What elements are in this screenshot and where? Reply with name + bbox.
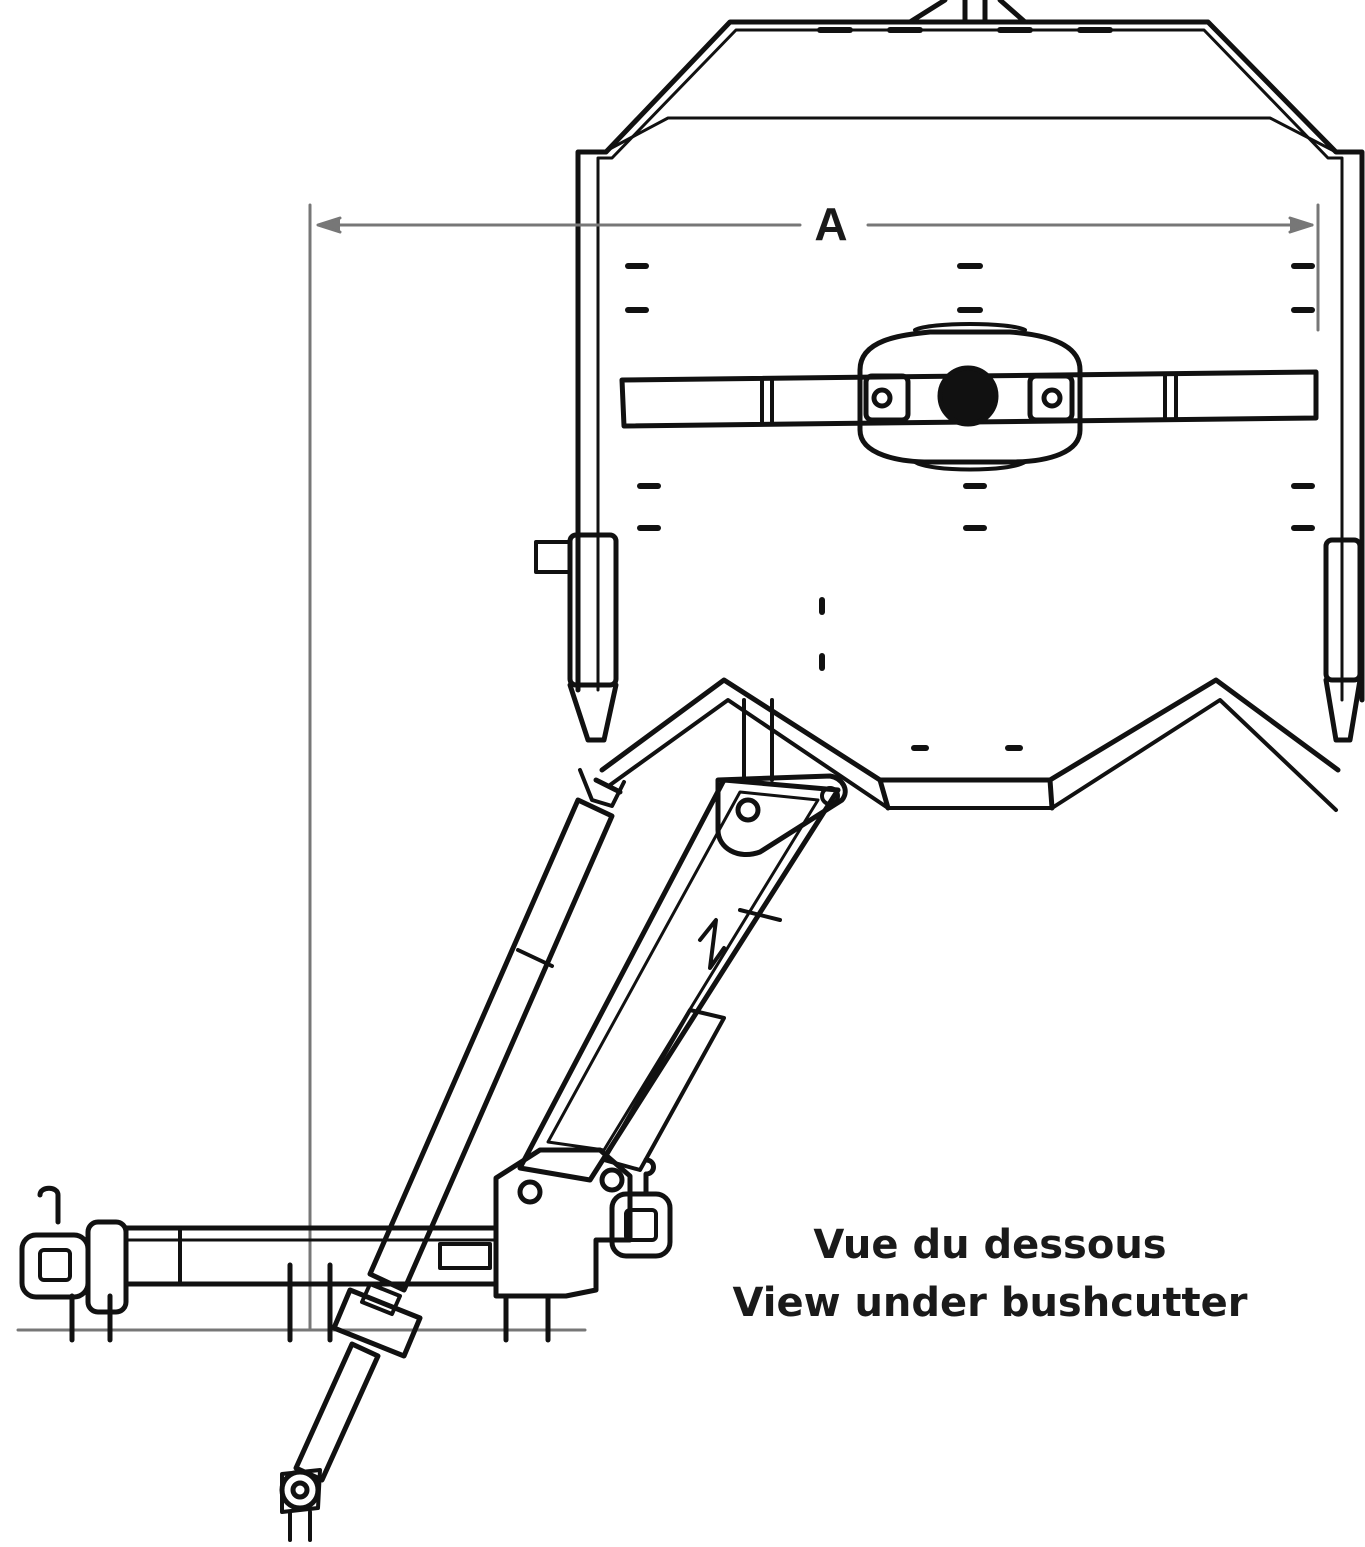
pto-shaft bbox=[279, 768, 626, 1542]
deck-outline bbox=[575, 0, 1365, 703]
right-skid bbox=[1323, 537, 1363, 743]
blade-hub-center bbox=[937, 365, 999, 427]
dimension-a-line bbox=[308, 203, 1320, 1332]
deck-rear-zigzag bbox=[599, 677, 1341, 812]
caption-english: View under bushcutter bbox=[732, 1280, 1248, 1326]
caption-french: Vue du dessous bbox=[813, 1222, 1167, 1268]
arm-and-cylinder bbox=[517, 698, 848, 1183]
deck-bolt-marks bbox=[625, 263, 1315, 751]
left-skid bbox=[534, 532, 619, 743]
dimension-a-label: A bbox=[806, 196, 856, 252]
blade-assembly bbox=[619, 322, 1319, 472]
hitch-frame bbox=[16, 1147, 673, 1343]
view-caption: Vue du dessous View under bushcutter bbox=[690, 1216, 1290, 1332]
